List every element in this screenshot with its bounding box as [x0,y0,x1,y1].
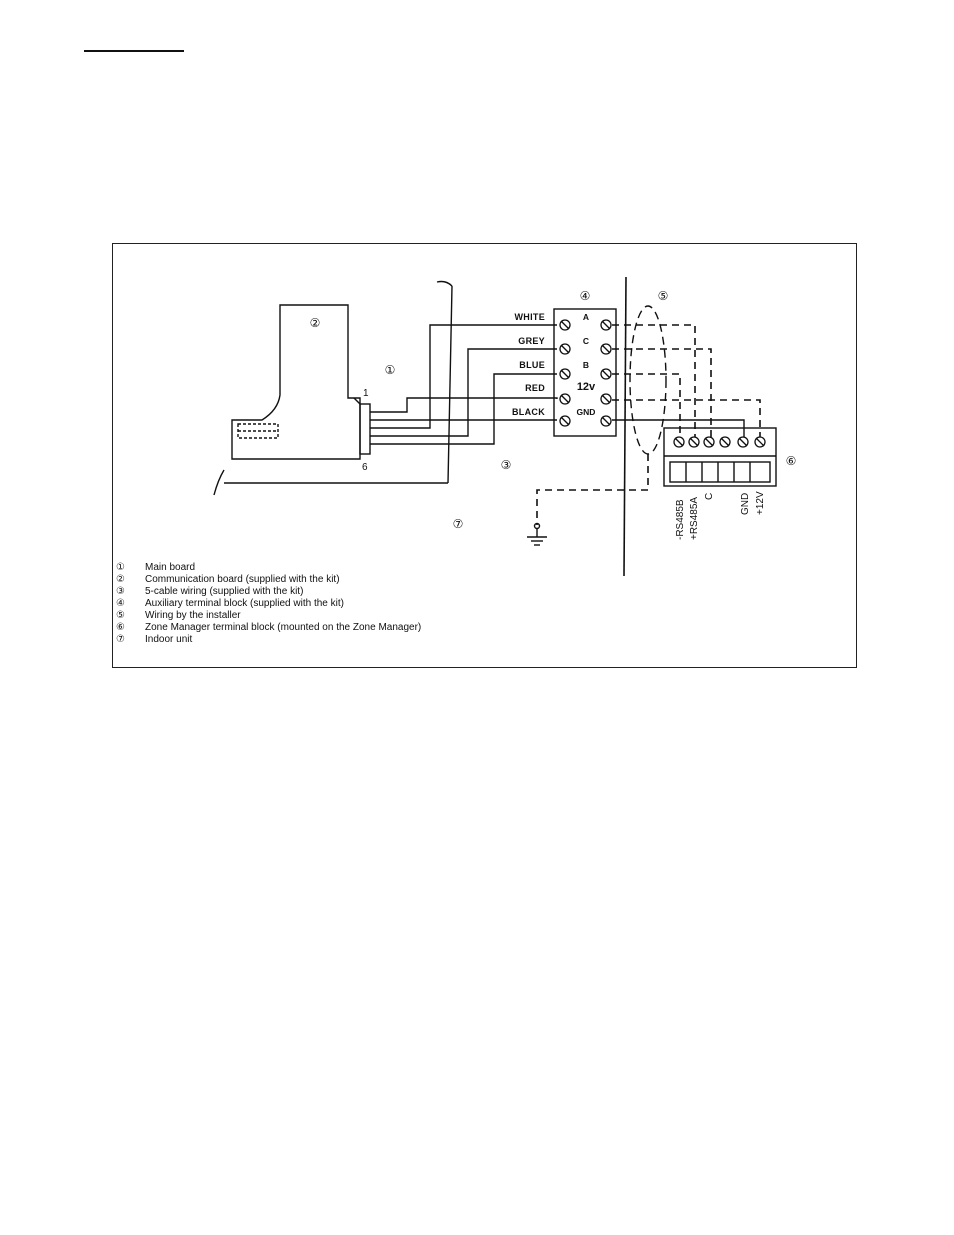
gnd-solid [612,419,745,440]
legend-text: Main board [145,562,195,573]
zm-label-12v: +12V [755,491,766,515]
aux-label-a: A [583,312,589,322]
zm-label-rs485a: +RS485A [689,497,700,540]
legend-num: ① [116,562,125,573]
label-white: WHITE [515,312,546,322]
header-rule [84,50,184,52]
zm-label-gnd: GND [740,493,751,515]
legend-text: Auxiliary terminal block (supplied with … [145,598,344,609]
legend: ① Main board ② Communication board (supp… [116,562,421,645]
zone-manager-terminal-block [663,427,777,487]
legend-text: Indoor unit [145,634,192,645]
communication-board [231,304,361,460]
boundary-line [623,276,627,577]
aux-label-12v: 12v [577,381,596,393]
legend-num: ③ [116,586,125,597]
installer-cable-ellipse [629,305,667,455]
callout-6: ⑥ [786,454,797,468]
legend-num: ② [116,574,125,585]
aux-label-c: C [583,336,589,346]
dash-b [612,373,681,440]
dash-ground [536,454,649,525]
pin-1-label: 1 [363,388,369,399]
aux-screws [559,319,612,427]
main-board-edge [447,285,453,484]
wire-route-1 [370,324,557,429]
legend-num: ④ [116,598,125,609]
label-red: RED [525,383,545,393]
callout-4: ④ [580,289,591,303]
diagram-frame [112,243,857,668]
main-board-edge-top [436,280,453,287]
legend-num: ⑦ [116,634,125,645]
dash-c [612,348,712,440]
aux-label-b: B [583,360,589,370]
legend-text: Communication board (supplied with the k… [145,574,340,585]
label-blue: BLUE [519,360,545,370]
wire-route-3 [370,373,557,445]
legend-text: Wiring by the installer [145,610,241,621]
wire-route-2 [370,348,557,437]
dash-12v [612,399,761,440]
legend-text: 5-cable wiring (supplied with the kit) [145,586,303,597]
zone-screws [673,436,766,448]
callout-3: ③ [501,458,512,472]
callout-5: ⑤ [658,289,669,303]
callout-7: ⑦ [453,517,464,531]
legend-text: Zone Manager terminal block (mounted on … [145,622,421,633]
zm-label-c: C [704,493,715,500]
callout-2: ② [310,316,321,330]
aux-label-gnd: GND [577,407,596,417]
label-grey: GREY [518,336,545,346]
callout-1: ① [385,363,396,377]
legend-num: ⑥ [116,622,125,633]
pin-6-label: 6 [362,462,368,473]
wire-white [370,397,558,413]
board-connector [359,403,371,455]
dash-a [612,324,696,440]
aux-terminal-block [553,308,617,437]
zm-label-rs485b: -RS485B [675,499,686,540]
legend-num: ⑤ [116,610,125,621]
label-black: BLACK [512,407,545,417]
